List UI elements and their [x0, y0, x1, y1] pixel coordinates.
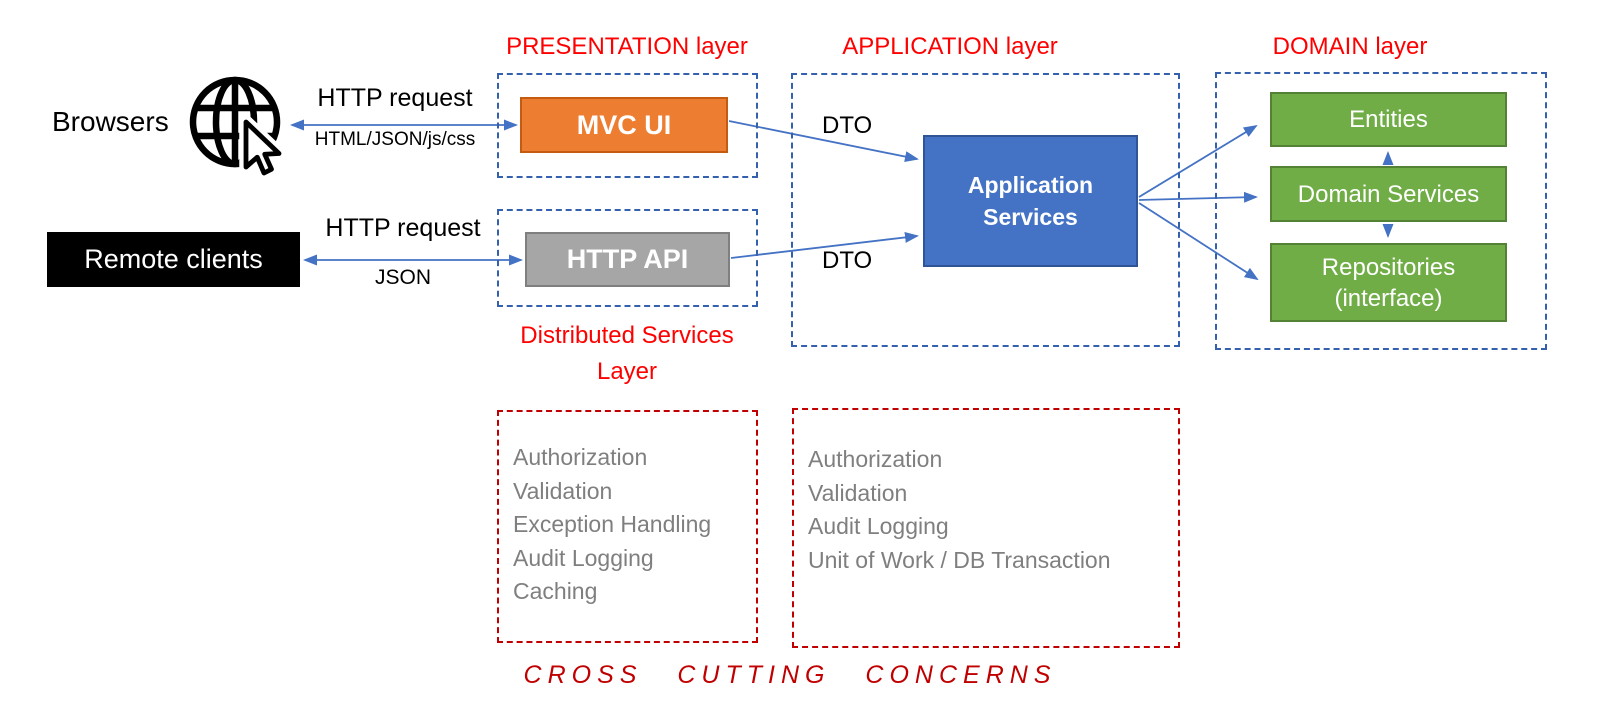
arrow-appservices-domainservices — [1138, 191, 1258, 203]
cross-cutting-concerns-title: CROSS CUTTING CONCERNS — [523, 661, 1057, 689]
globe-icon — [189, 76, 286, 180]
dto-top-label: DTO — [822, 112, 873, 139]
domain-layer-box — [1215, 72, 1547, 350]
concern-item: Validation — [808, 479, 908, 506]
repositories-box: Repositories (interface) — [1270, 243, 1507, 322]
application-layer-title: APPLICATION layer — [842, 33, 1058, 60]
browsers-label: Browsers — [52, 106, 169, 137]
concern-item: Unit of Work / DB Transaction — [808, 546, 1111, 573]
concern-item: Audit Logging — [513, 544, 654, 571]
concern-item: Authorization — [808, 446, 943, 472]
json-label: JSON — [374, 266, 431, 289]
concern-item: Authorization — [513, 444, 648, 470]
concern-item: Exception Handling — [513, 511, 712, 537]
arrow-mvcui-appservices — [728, 120, 919, 163]
http-response-format-label: HTML/JSON/js/css — [314, 129, 476, 150]
arrow-httpapi-appservices — [730, 231, 919, 259]
arrow-appservices-entities — [1138, 124, 1258, 198]
remote-clients-box: Remote clients — [47, 232, 300, 287]
http-request-top-label: HTTP request — [317, 84, 473, 112]
presentation-concerns-list: Authorization Validation Exception Handl… — [513, 441, 711, 609]
distributed-services-title: Distributed Services Layer — [520, 322, 734, 385]
http-request-bottom-label: HTTP request — [325, 214, 481, 242]
concern-item: Validation — [513, 477, 613, 504]
presentation-concerns-box — [497, 410, 758, 643]
distributed-services-layer-box — [497, 209, 758, 307]
application-services-box: Application Services — [923, 135, 1138, 267]
application-concerns-box — [792, 408, 1180, 648]
domain-services-box: Domain Services — [1270, 166, 1507, 222]
domain-layer-title: DOMAIN layer — [1272, 33, 1428, 60]
dto-bottom-label: DTO — [822, 247, 873, 274]
application-concerns-list: Authorization Validation Audit Logging U… — [808, 443, 1111, 577]
concern-item: Audit Logging — [808, 513, 949, 539]
application-layer-box — [791, 73, 1180, 347]
presentation-layer-title: PRESENTATION layer — [506, 33, 748, 60]
mvc-ui-box: MVC UI — [520, 97, 728, 153]
presentation-layer-box — [497, 73, 758, 178]
entities-box: Entities — [1270, 92, 1507, 147]
http-api-box: HTTP API — [525, 232, 730, 287]
cursor-icon — [239, 115, 286, 180]
concern-item: Caching — [513, 578, 598, 604]
arrow-appservices-repositories — [1138, 202, 1259, 281]
